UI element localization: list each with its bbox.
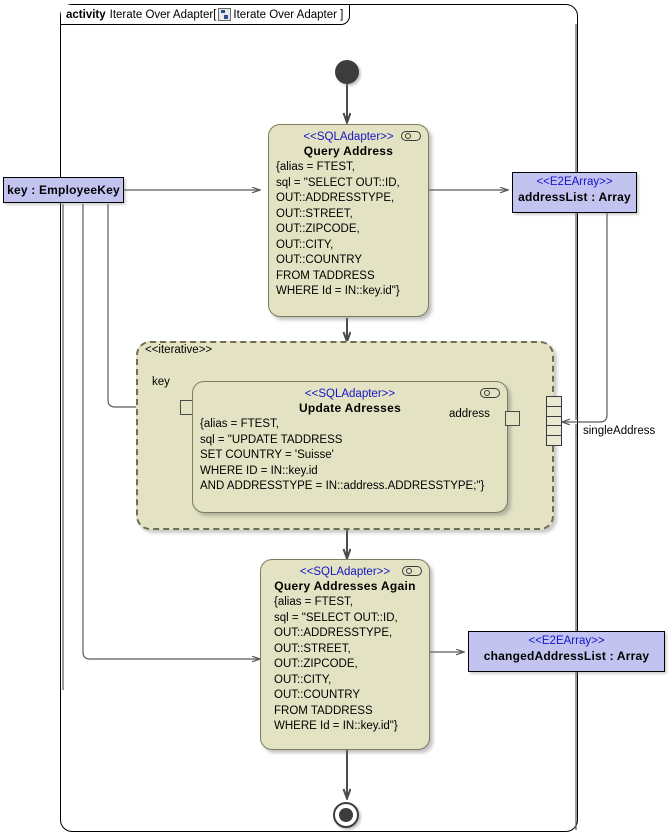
object-node-changed-address-list[interactable]: <<E2EArray>> changedAddressList : Array xyxy=(468,631,665,672)
action-name: Update Adresses xyxy=(298,401,402,415)
initial-node[interactable] xyxy=(335,60,359,84)
activity-diagram-icon xyxy=(218,8,232,21)
pin-label-address: address xyxy=(447,408,492,420)
object-node-address-list[interactable]: <<E2EArray>> addressList : Array xyxy=(512,172,637,213)
expansion-node-single-address[interactable] xyxy=(546,396,562,446)
activity-final-node[interactable] xyxy=(333,802,359,828)
expansion-node-label: singleAddress xyxy=(583,425,656,437)
object-node-stereotype: <<E2EArray>> xyxy=(536,176,613,188)
action-body: {alias = FTEST, sql = "SELECT OUT::ID, O… xyxy=(274,596,398,732)
action-update-addresses[interactable]: <<SQLAdapter>> Update Adresses {alias = … xyxy=(192,381,508,513)
object-node-stereotype: <<E2EArray>> xyxy=(528,635,605,647)
object-node-label: addressList : Array xyxy=(518,190,631,204)
action-pin-icon xyxy=(402,566,422,576)
activity-frame-title: activity Iterate Over Adapter[ Iterate O… xyxy=(61,5,351,25)
action-stereotype: <<SQLAdapter>> xyxy=(299,566,391,578)
pin-label-key: key xyxy=(152,376,170,388)
input-pin-address[interactable] xyxy=(505,411,520,426)
action-query-address[interactable]: <<SQLAdapter>> Query Address {alias = FT… xyxy=(268,124,429,317)
action-body: {alias = FTEST, sql = "UPDATE TADDRESS S… xyxy=(200,418,485,492)
action-pin-icon xyxy=(401,131,421,141)
frame-name: Iterate Over Adapter[ xyxy=(109,8,217,21)
object-node-key-label: key : EmployeeKey xyxy=(7,183,120,197)
object-node-label: changedAddressList : Array xyxy=(483,649,650,663)
action-name: Query Addresses Again xyxy=(274,579,416,593)
action-body: {alias = FTEST, sql = "SELECT OUT::ID, O… xyxy=(276,161,400,297)
expansion-region-stereotype: <<iterative>> xyxy=(145,344,213,356)
object-node-key[interactable]: key : EmployeeKey xyxy=(3,177,124,203)
frame-keyword: activity xyxy=(66,8,106,21)
frame-inner-name: Iterate Over Adapter ] xyxy=(233,8,344,21)
action-stereotype: <<SQLAdapter>> xyxy=(303,131,394,143)
action-stereotype: <<SQLAdapter>> xyxy=(304,388,396,400)
action-query-addresses-again[interactable]: <<SQLAdapter>> Query Addresses Again {al… xyxy=(260,559,430,750)
action-name: Query Address xyxy=(303,144,394,158)
action-pin-icon xyxy=(480,388,500,398)
